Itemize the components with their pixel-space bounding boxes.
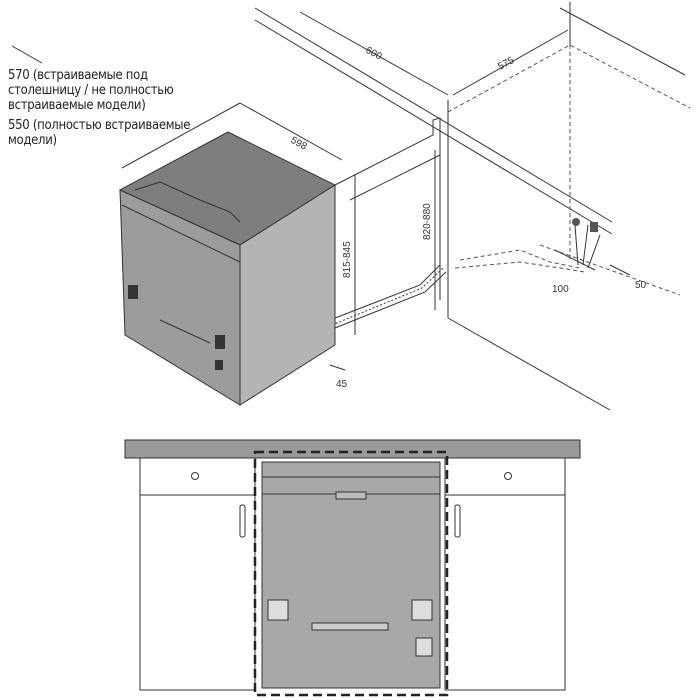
dimension-lines [121, 11, 631, 371]
control-icon-right [215, 335, 225, 349]
door-handle [311, 622, 389, 631]
countertop [124, 439, 581, 459]
control-icon-left [128, 285, 138, 299]
handle-left [239, 504, 246, 538]
dishwasher-isometric [118, 131, 337, 406]
dim-appliance-width: 598 [289, 135, 309, 153]
dim-plinth: 45 [336, 379, 348, 390]
dim-niche-height: 820-880 [422, 203, 433, 240]
dishwasher-front [261, 461, 441, 689]
drain-hose [329, 264, 447, 331]
knob-icon [504, 472, 512, 480]
cabinet-right [444, 457, 566, 691]
niche-outline [254, 2, 691, 411]
dim-offset-100: 100 [552, 284, 569, 295]
dim-offset-50: 50 [635, 280, 647, 291]
control-panel-right [411, 599, 433, 621]
dim-niche-depth: 575 [496, 55, 516, 73]
note-depth-570: 570 (встраиваемые под столешницу / не по… [8, 68, 174, 113]
installation-zone-outline [253, 450, 449, 697]
knob-icon [191, 472, 199, 480]
water-connection-icon [572, 218, 601, 269]
dim-appliance-height: 815-845 [342, 241, 353, 278]
note-depth-550: 550 (полностью встраиваемые модели) [8, 118, 191, 148]
cabinet-left [139, 457, 256, 691]
handle-right [454, 504, 461, 538]
control-panel-left [267, 599, 289, 621]
dim-niche-width: 600 [364, 45, 384, 63]
note-leader-line [11, 45, 43, 64]
front-view [124, 439, 581, 697]
